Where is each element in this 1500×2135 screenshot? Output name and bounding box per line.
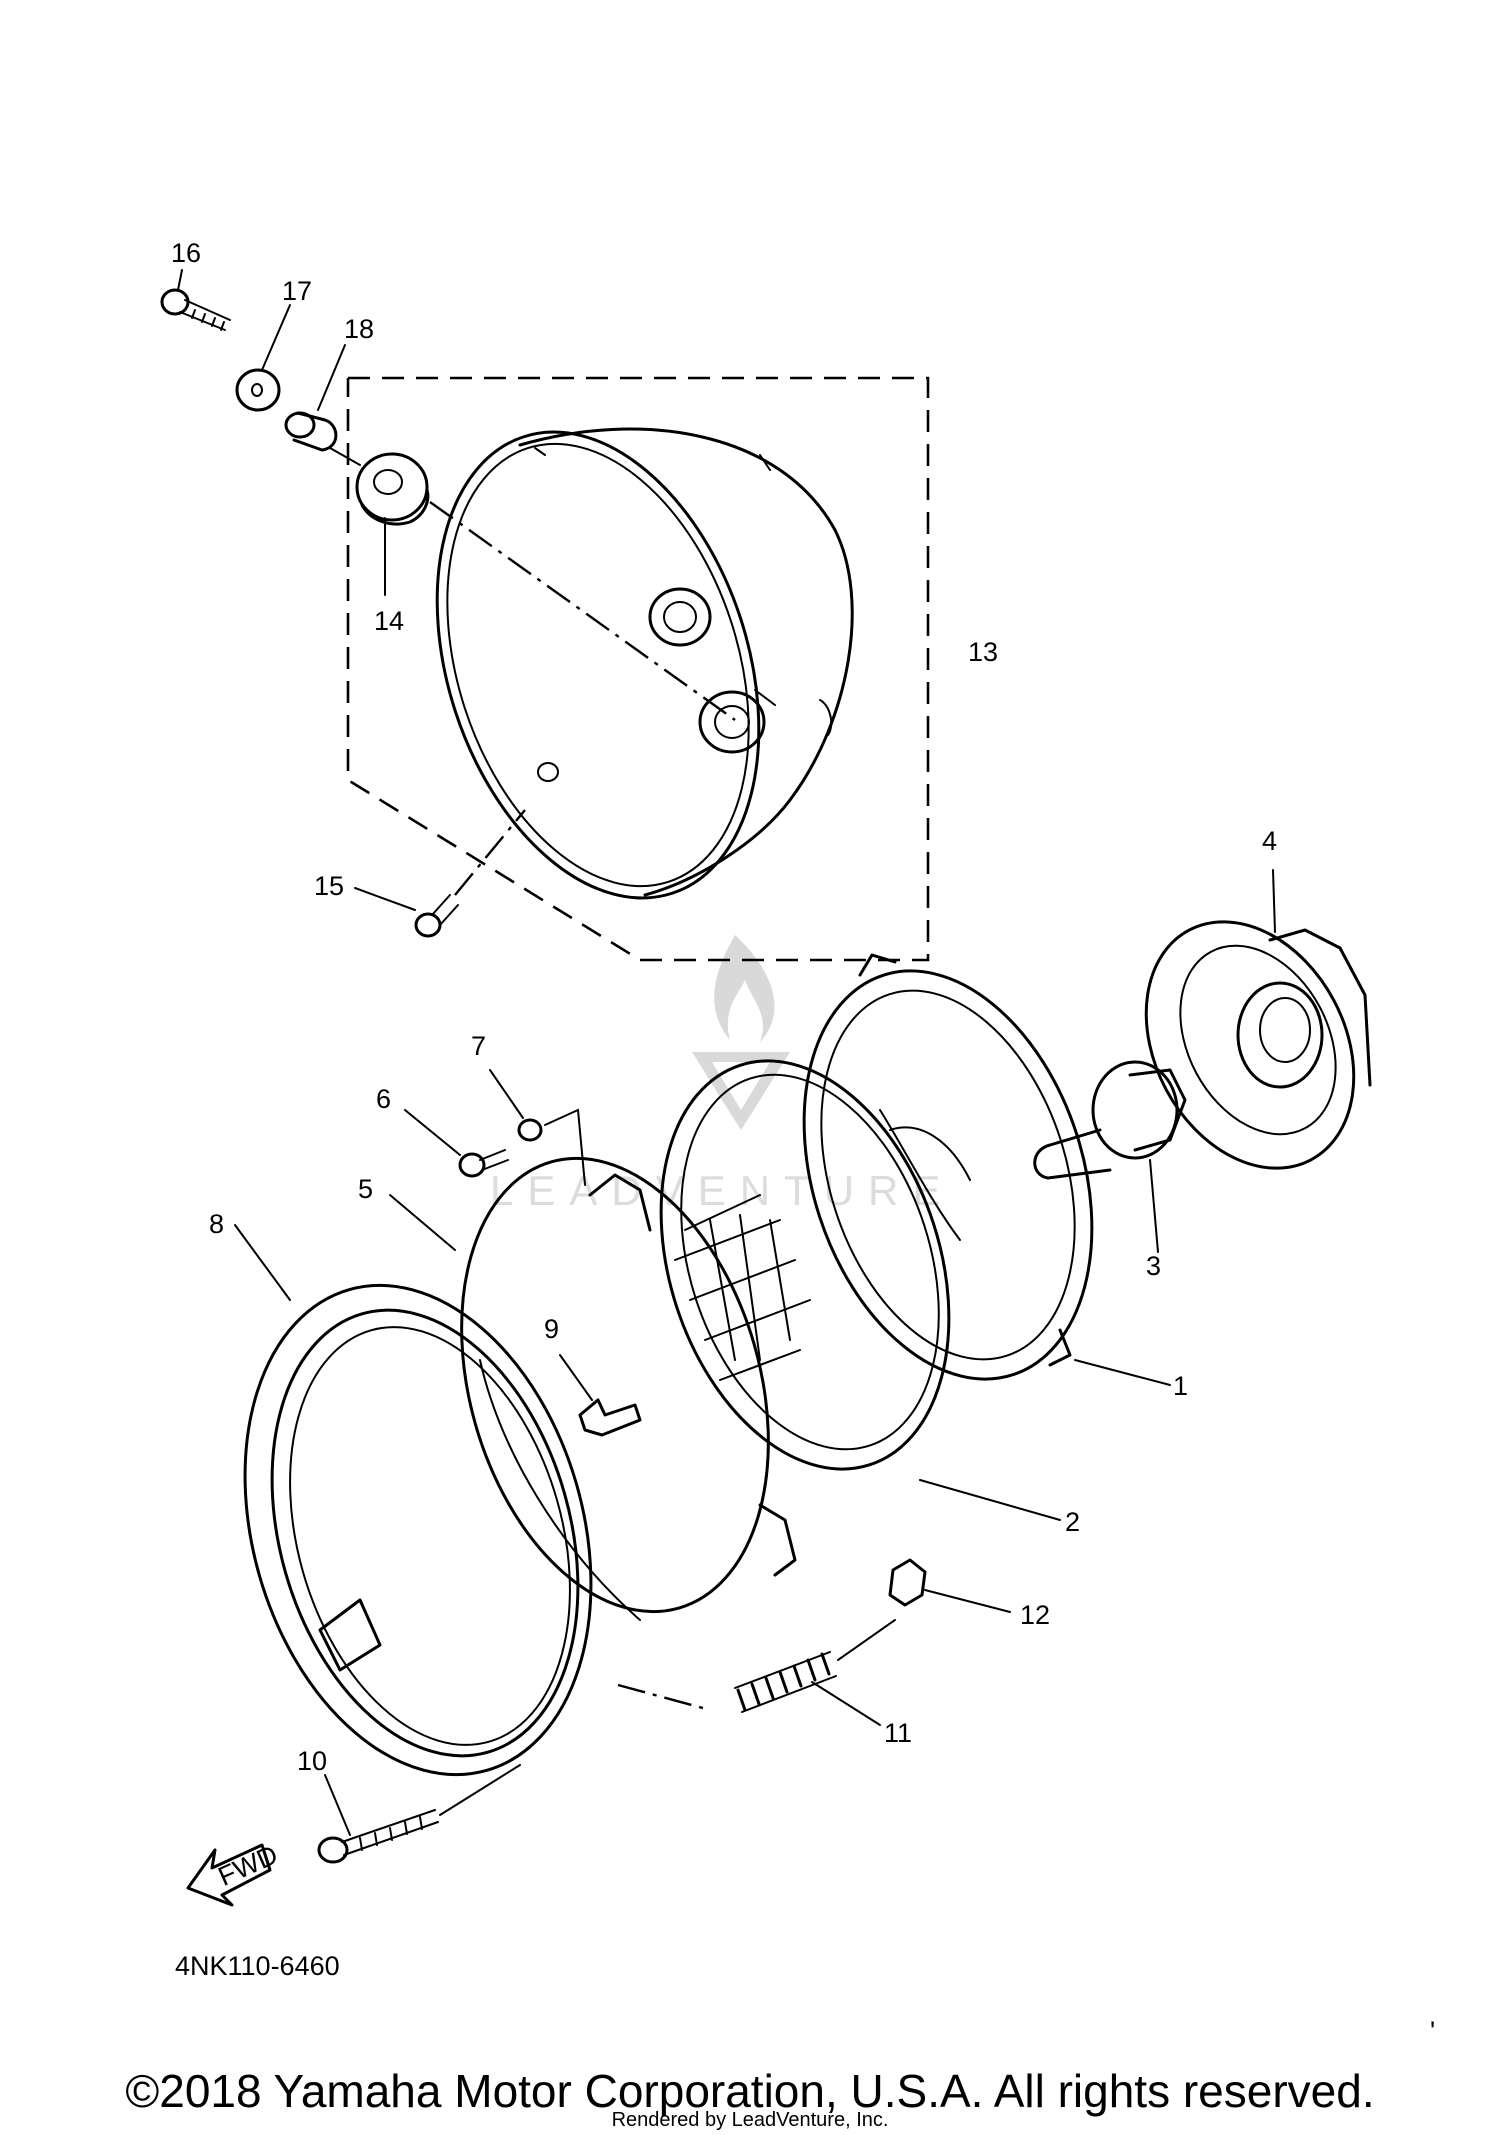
callout-7: 7 [471,1031,486,1061]
part-3-bulb [1033,1060,1187,1253]
part-6-screw [404,1109,509,1178]
leadventure-watermark: LEADVENTURE [490,935,954,1214]
part-14-grommet [355,452,430,596]
group-box-13 [346,376,930,962]
watermark-flame-icon [714,935,775,1042]
callout-1: 1 [1173,1371,1188,1401]
fwd-label: FWD [214,1839,282,1891]
corner-mark: ' [1430,2016,1435,2046]
callout-4: 4 [1262,826,1277,856]
callout-8: 8 [209,1209,224,1239]
watermark-text: LEADVENTURE [490,1167,954,1214]
callout-2: 2 [1065,1507,1080,1537]
callout-5: 5 [358,1174,373,1204]
callout-6: 6 [376,1084,391,1114]
part-10-long-screw [317,1764,521,1864]
callout-18: 18 [344,314,374,344]
fwd-arrow-icon: FWD [186,1839,282,1907]
callout-11: 11 [884,1718,912,1748]
callout-9: 9 [544,1314,559,1344]
part-11-spring [617,1619,896,1726]
part-5-mounting-case [389,1156,797,1621]
callout-14: 14 [374,606,404,636]
rendered-by-credit: Rendered by LeadVenture, Inc. [611,2109,889,2131]
part-12-nut [888,1558,1011,1613]
part-18-collar [284,344,361,466]
watermark-v-icon [692,1052,790,1130]
callout-17: 17 [282,276,312,306]
callout-15: 15 [314,871,344,901]
part-8-rim [234,1224,593,1777]
part-17-washer [235,304,291,412]
part-4-socket-cover [1144,869,1372,1170]
assembly-axis-14 [429,501,736,721]
callout-13: 13 [968,637,998,667]
part-16-screw [160,269,231,331]
part-13-housing-group [346,376,930,962]
part-2-lens [659,1059,1061,1521]
part-9-clip [559,1354,642,1437]
callout-10: 10 [297,1746,327,1776]
callout-3: 3 [1146,1251,1161,1281]
callout-16: 16 [171,238,201,268]
diagram-part-code: 4NK110-6460 [175,1951,340,1981]
part-7-nut [489,1069,586,1186]
callout-12: 12 [1020,1600,1050,1630]
part-1-headlight-unit [802,953,1171,1386]
part-15-screw [354,809,526,938]
copyright-notice: ©2018 Yamaha Motor Corporation, U.S.A. A… [125,2065,1375,2117]
callout-labels: 16 17 18 14 13 15 4 7 6 5 8 3 9 1 2 12 1… [171,238,1277,1776]
